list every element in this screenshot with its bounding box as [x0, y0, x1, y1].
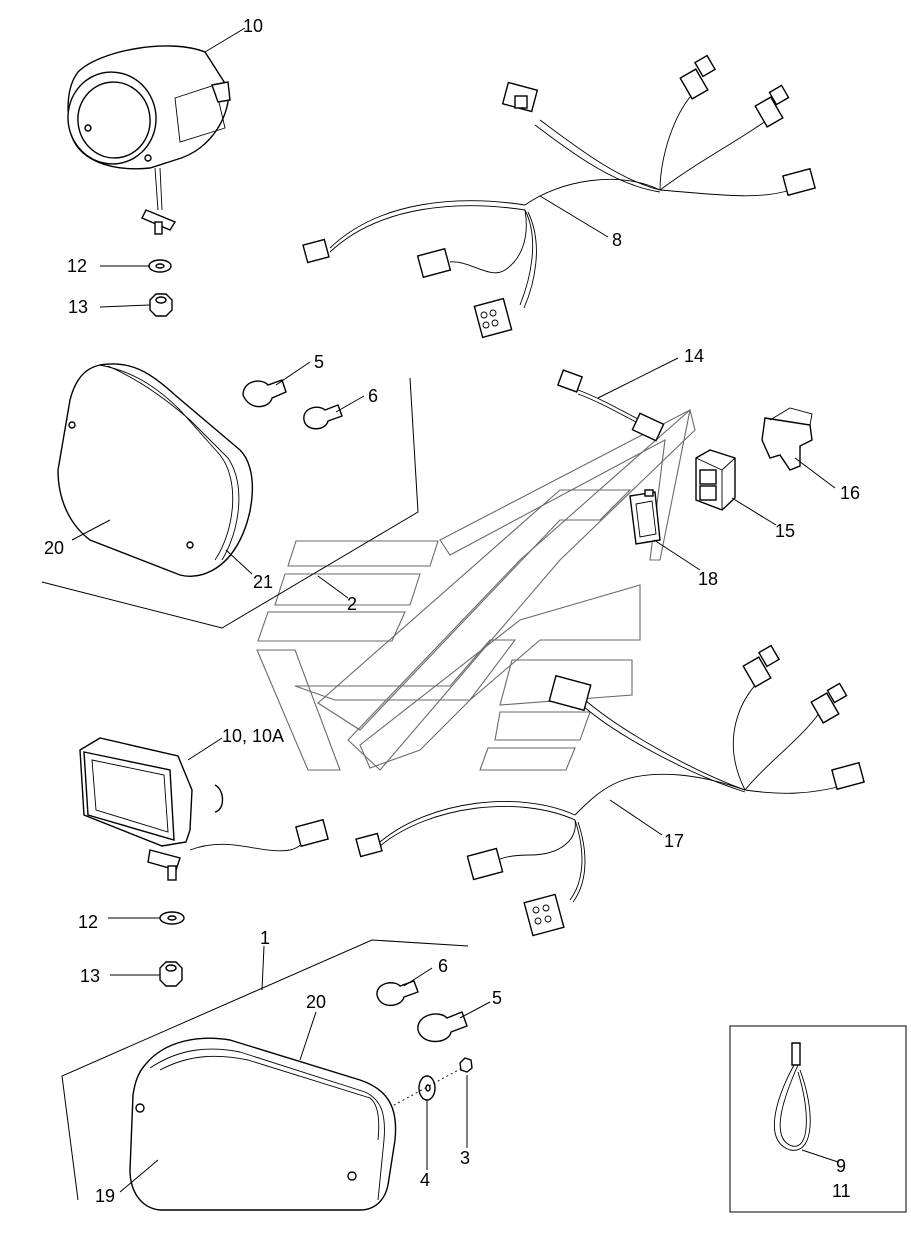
callout-6-bottom: 6 [438, 956, 448, 976]
callout-12-top: 12 [67, 256, 87, 276]
callout-14: 14 [684, 346, 704, 366]
callout-19: 19 [95, 1186, 115, 1206]
bulb-5-top[interactable] [242, 379, 287, 408]
callout-3: 3 [460, 1148, 470, 1168]
callout-21: 21 [253, 572, 273, 592]
wiring-harness-upper[interactable] [302, 54, 816, 339]
wiring-harness-lower[interactable] [355, 644, 865, 937]
nut-bottom[interactable] [159, 961, 183, 987]
callout-16: 16 [840, 483, 860, 503]
callouts: 10 12 13 8 5 6 14 20 21 16 15 2 18 10, 1… [44, 16, 860, 1206]
callout-20-bottom: 20 [306, 992, 326, 1012]
group-bracket-upper [41, 377, 419, 629]
rocker-switch-15[interactable] [695, 449, 736, 511]
callout-13-bottom: 13 [80, 966, 100, 986]
callout-12-bottom: 12 [78, 912, 98, 932]
callout-5-top: 5 [314, 352, 324, 372]
callout-9: 9 [836, 1156, 846, 1176]
callout-6-top: 6 [368, 386, 378, 406]
pigtail-lead-14[interactable] [556, 369, 665, 442]
callout-4: 4 [420, 1170, 430, 1190]
switch-bezel-18[interactable] [629, 489, 661, 545]
nut-top[interactable] [149, 293, 173, 317]
tail-lamp-upper[interactable] [57, 363, 254, 577]
callout-10-10a: 10, 10A [222, 726, 284, 746]
tail-lamp-lower[interactable] [129, 1037, 397, 1211]
callout-8: 8 [612, 230, 622, 250]
bulb-5-bottom[interactable] [417, 1011, 468, 1043]
work-lamp-round[interactable] [62, 45, 231, 235]
callout-13-top: 13 [68, 297, 88, 317]
inset-box [729, 1025, 907, 1213]
callout-5-bottom: 5 [492, 988, 502, 1008]
washer-4[interactable] [418, 1075, 436, 1101]
callout-1: 1 [260, 928, 270, 948]
callout-2: 2 [347, 594, 357, 614]
callout-17: 17 [664, 831, 684, 851]
callout-20-top: 20 [44, 538, 64, 558]
bulb-6-bottom[interactable] [376, 980, 419, 1007]
callout-10-top: 10 [243, 16, 263, 36]
leader-lines [71, 27, 839, 1193]
washer-top[interactable] [148, 259, 172, 273]
cable-tie-9[interactable] [773, 1042, 811, 1151]
bulb-6-top[interactable] [303, 404, 343, 430]
callout-15: 15 [775, 521, 795, 541]
watermark-logo [256, 408, 696, 771]
callout-18: 18 [698, 569, 718, 589]
nut-3[interactable] [459, 1057, 473, 1073]
washer-bottom[interactable] [159, 911, 185, 925]
callout-11: 11 [832, 1181, 851, 1201]
work-lamp-rectangular[interactable] [79, 737, 329, 881]
switch-bracket-16[interactable] [761, 407, 813, 471]
group-bracket-lower [61, 939, 469, 1201]
